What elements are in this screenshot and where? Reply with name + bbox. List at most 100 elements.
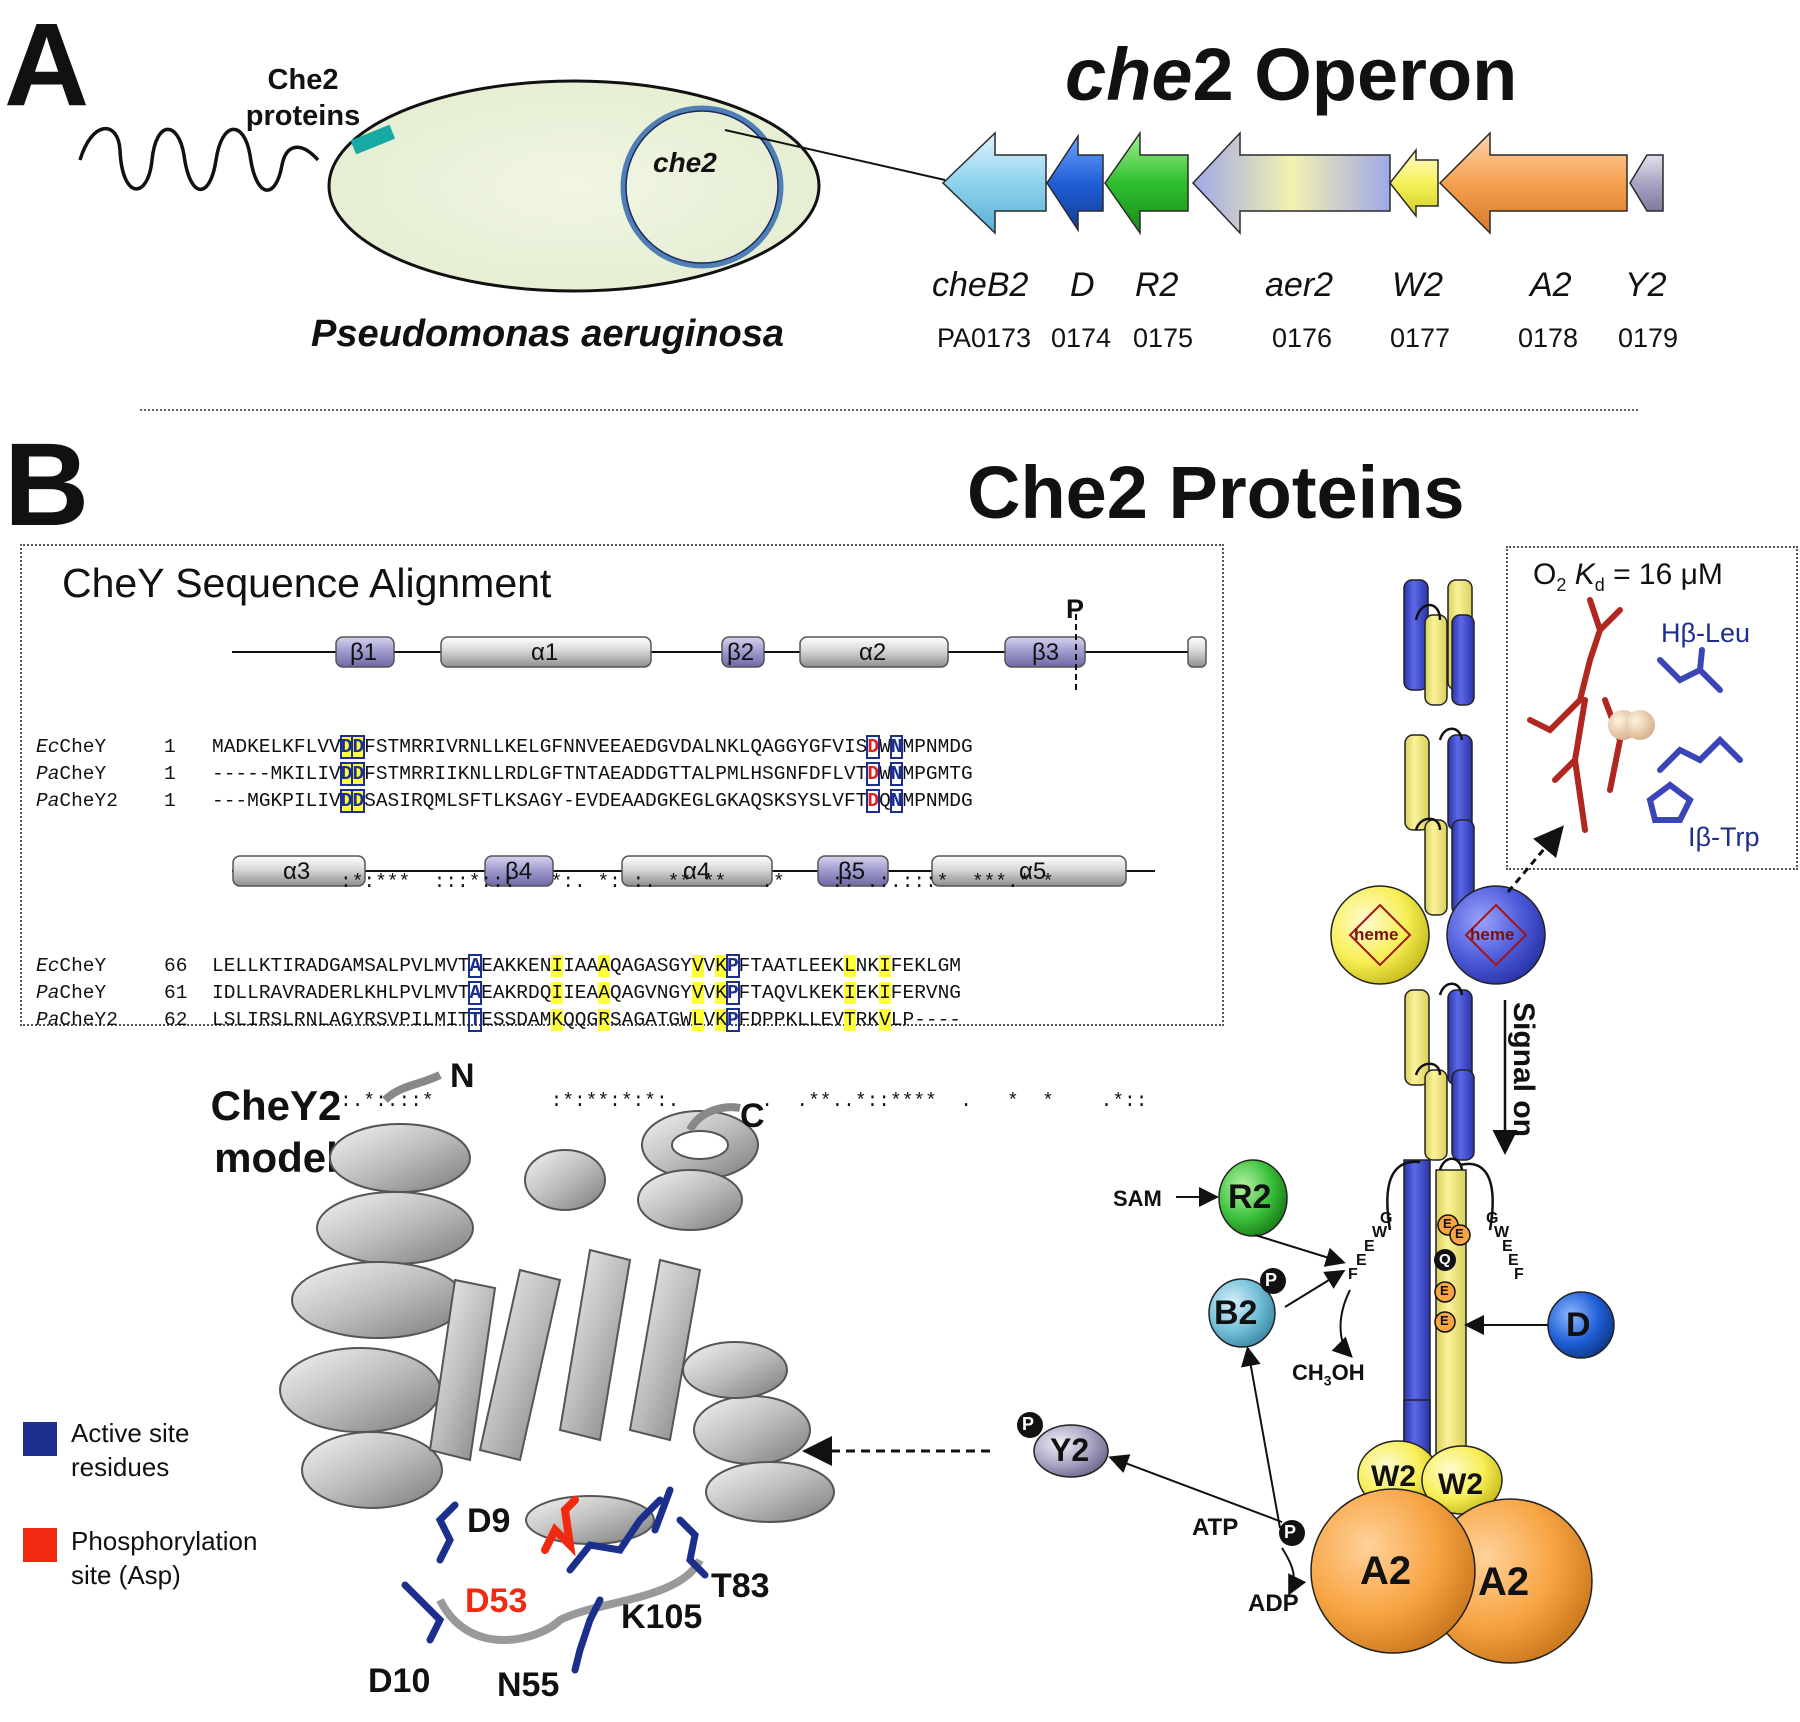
ss-end1 xyxy=(1187,636,1207,668)
kd-o: O xyxy=(1533,558,1557,591)
gene-name-Y2: Y2 xyxy=(1625,266,1667,304)
residue-n55: N55 xyxy=(497,1666,560,1704)
motif-right-e2: E xyxy=(1508,1252,1519,1269)
phospho-marker-p: P xyxy=(1066,594,1085,624)
signal-on-label: Signal on xyxy=(1507,1002,1540,1137)
ribbon-helix-mid-1 xyxy=(524,1149,606,1211)
w2-label-left: W2 xyxy=(1371,1460,1416,1493)
ss-alpha1 xyxy=(440,636,652,668)
ribbon-helix-right-3 xyxy=(682,1341,788,1399)
gene-locus-A2: 0178 xyxy=(1518,323,1579,353)
gene-name-R2: R2 xyxy=(1135,266,1179,304)
motif-left-w: W xyxy=(1372,1224,1388,1241)
e-label-right: E xyxy=(1455,1226,1464,1241)
residue-d53: D53 xyxy=(465,1582,528,1620)
alignment-title: CheY Sequence Alignment xyxy=(62,560,552,606)
ss-beta1 xyxy=(335,636,395,668)
o2-molecule-b xyxy=(1625,710,1655,740)
motif-right-e1: E xyxy=(1502,1238,1513,1255)
model-title-line1: CheY2 xyxy=(210,1082,342,1129)
motif-left-e1: E xyxy=(1364,1238,1375,1255)
residue-k105: K105 xyxy=(621,1598,703,1636)
ss-beta5 xyxy=(817,855,889,887)
heme-porphyrin xyxy=(1527,597,1624,833)
operon-title-rest: 2 Operon xyxy=(1192,33,1518,116)
sequence-residues: LSLIRSLRNLAGYRSVPILMITTESSDAMKQQGRSAGATG… xyxy=(212,1008,961,1032)
gene-arrow-R2 xyxy=(1104,130,1189,236)
ribbon-strand-1 xyxy=(478,1268,562,1462)
sequence-residues: LELLKTIRADGAMSALPVLMVTAEAKKENIIAAAQAGASG… xyxy=(212,954,961,978)
ribbon-helix-c-2 xyxy=(637,1169,743,1231)
e-label-2: E xyxy=(1440,1283,1449,1298)
legend-phospho-line2: site (Asp) xyxy=(71,1560,181,1590)
e-label-3: E xyxy=(1440,1313,1449,1328)
y2-p-label: P xyxy=(1022,1414,1035,1434)
r2-label: R2 xyxy=(1228,1178,1272,1216)
stick-d53 xyxy=(541,1496,579,1557)
kd-subd: d xyxy=(1594,575,1605,595)
b2-phospho xyxy=(1260,1268,1286,1294)
methanol-ch: CH xyxy=(1292,1360,1324,1385)
sequence-start: 1 xyxy=(164,763,176,785)
sequence-name: PaCheY xyxy=(36,763,107,785)
y2-protein xyxy=(1033,1424,1109,1478)
kd-value: = 16 μM xyxy=(1604,558,1723,591)
methanol-label: CH3OH xyxy=(1292,1360,1365,1388)
sequence-start: 1 xyxy=(164,790,176,812)
sequence-name: EcCheY xyxy=(36,736,107,758)
motif-right-w: W xyxy=(1494,1224,1510,1241)
ss-label-beta1: β1 xyxy=(350,639,378,666)
sequence-residues: -----MKILIVDDFSTMRRIIKNLLRDLGFTNTAEADDGT… xyxy=(212,762,973,786)
motif-left-f: F xyxy=(1348,1266,1358,1283)
ss-beta4 xyxy=(484,855,554,887)
e-label-1: E xyxy=(1443,1216,1452,1231)
gene-arrow-A2 xyxy=(1438,131,1628,235)
atp-label: ATP xyxy=(1192,1514,1239,1541)
residue-t83: T83 xyxy=(711,1567,770,1605)
conservation-line2: :.*::::* :*:**:*:*:. . .**..*::**** . * … xyxy=(340,1090,1148,1112)
panel-a-letter: A xyxy=(4,0,90,131)
motif-right-g: G xyxy=(1486,1210,1499,1227)
heme-label-yellow: heme xyxy=(1354,925,1399,944)
che2-proteins-label: Che2 proteins xyxy=(228,62,378,134)
sequence-name: EcCheY xyxy=(36,955,107,977)
operon-gene-arrows xyxy=(941,130,1664,236)
ss-label-alpha2: α2 xyxy=(859,639,887,666)
a2-label-front: A2 xyxy=(1360,1549,1412,1593)
stick-n55 xyxy=(571,1596,604,1674)
sequence-residues: ---MGKPILIVDDSASIRQMLSFTLKSAGY-EVDEAADGK… xyxy=(212,789,973,813)
ribbon-strand-4 xyxy=(428,1278,497,1462)
trp-label: Iβ-Trp xyxy=(1688,822,1760,852)
q-label: Q xyxy=(1439,1251,1451,1268)
ss-beta2 xyxy=(721,636,765,668)
alignment-block1: EcCheY 1 MADKELKFLVVDDFSTMRRIVRNLLKELGFNNV… xyxy=(36,680,1054,923)
e-site-2 xyxy=(1434,1281,1456,1303)
gene-locus-R2: 0175 xyxy=(1133,323,1194,353)
ss-label-alpha5: α5 xyxy=(1019,858,1047,885)
sequence-residues: MADKELKFLVVDDFSTMRRIVRNLLKELGFNNVEEAEDGV… xyxy=(212,735,973,759)
y2-phospho xyxy=(1017,1412,1043,1438)
gene-locus-D: 0174 xyxy=(1051,323,1112,353)
stick-d9 xyxy=(435,1501,459,1564)
motif-right: G W E E F xyxy=(1482,1210,1524,1283)
che2-proteins-line2: proteins xyxy=(245,100,361,132)
gene-locus-Y2: 0179 xyxy=(1618,323,1679,353)
ss-label-alpha3: α3 xyxy=(283,858,311,885)
gene-arrow-Y2 xyxy=(1629,154,1664,212)
che2-protein-patch xyxy=(350,124,396,155)
methanol-sub3: 3 xyxy=(1323,1372,1332,1389)
che2-circle-label: che2 xyxy=(653,147,717,178)
y2-label: Y2 xyxy=(1050,1432,1090,1468)
ribbon-coil-c xyxy=(686,1103,741,1133)
kd-sub2: 2 xyxy=(1556,575,1567,595)
gene-locus-aer2: 0176 xyxy=(1272,323,1333,353)
c-terminus-label: C xyxy=(740,1097,765,1135)
ribbon-strand-2 xyxy=(558,1248,632,1442)
leu-sidechain xyxy=(1657,647,1723,693)
e-site-3 xyxy=(1434,1311,1456,1333)
ss-label-beta5: β5 xyxy=(838,858,866,885)
